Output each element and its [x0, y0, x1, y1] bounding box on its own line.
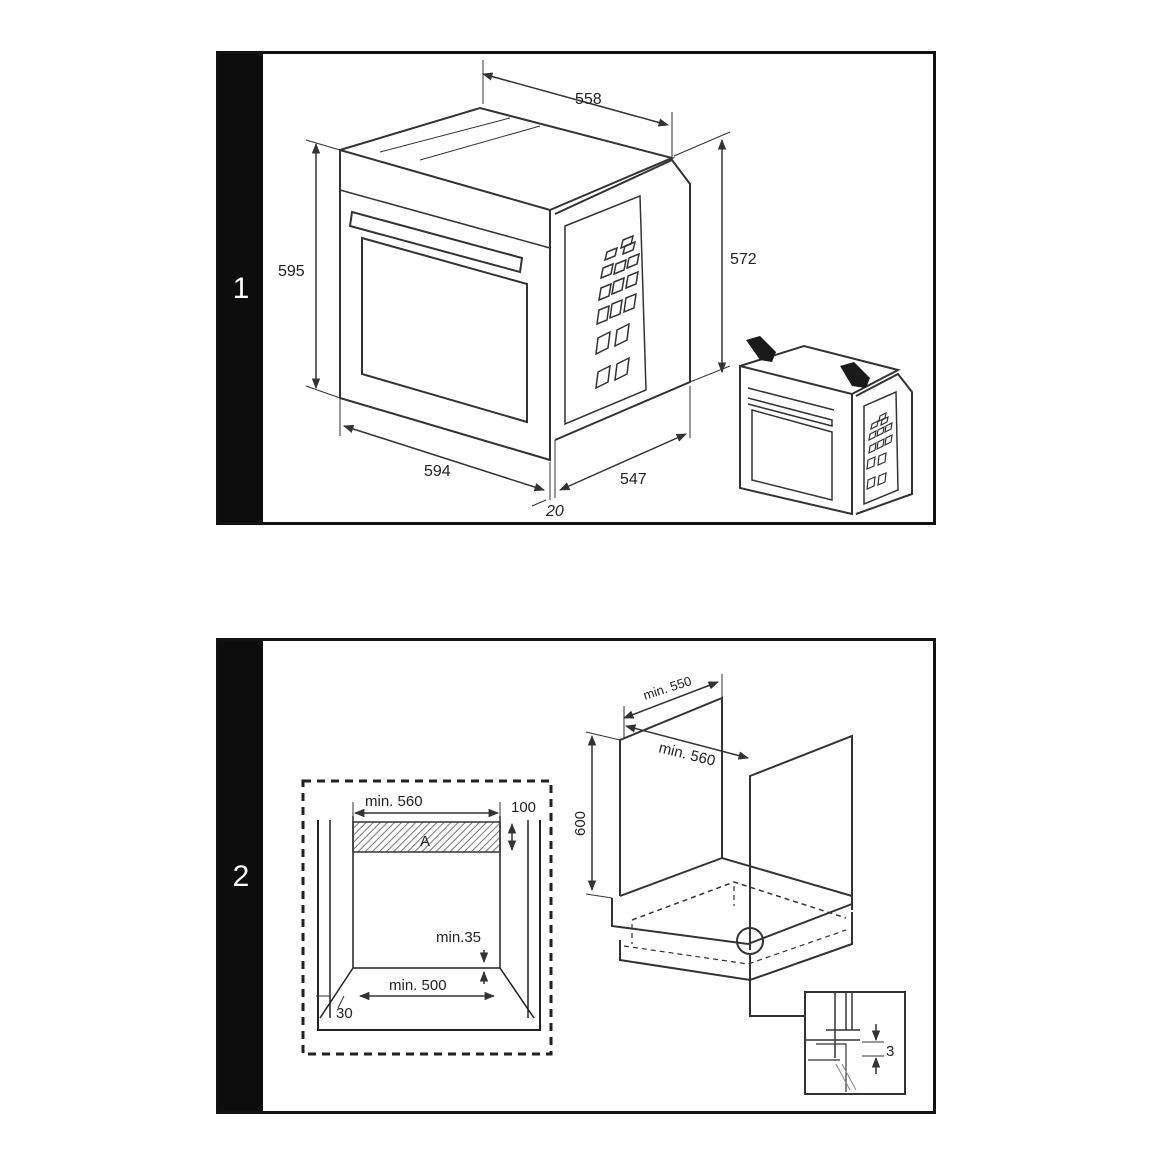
- dim-side-gap: 30: [336, 1005, 353, 1022]
- panel-1-number: 1: [232, 272, 250, 305]
- panel-2-tab: 2: [219, 641, 263, 1111]
- dim-min-gap: min.35: [436, 929, 481, 946]
- vent-area-a: [352, 821, 501, 853]
- cabinet-drawing: [611, 696, 906, 1095]
- dim-detail-gap: 3: [886, 1043, 894, 1060]
- vent-label-a: A: [420, 833, 430, 850]
- dim-cabinet-height: 600: [572, 811, 589, 836]
- dim-top-gap: 100: [511, 799, 536, 816]
- dimension-lines-2a: [316, 802, 517, 1009]
- dim-offset: 20: [545, 503, 564, 520]
- panel-2-number: 2: [232, 860, 250, 893]
- dim-cabinet-width: min. 560: [657, 739, 717, 769]
- oven-drawing: [339, 106, 691, 462]
- detail-inset: [804, 991, 906, 1095]
- panel-2: 2: [216, 638, 936, 1114]
- dim-min-width: min. 560: [365, 793, 423, 810]
- dimension-lines-2b: [585, 674, 884, 1074]
- dim-height-side: 572: [730, 251, 757, 268]
- niche-front-drawing: [301, 779, 553, 1056]
- dim-top-depth: 558: [575, 91, 602, 108]
- hand-icon: [746, 336, 870, 388]
- dim-width: 594: [424, 463, 451, 480]
- dim-cabinet-depth: min. 550: [641, 673, 693, 703]
- niche-dashed-outline: [301, 779, 553, 1056]
- dim-min-bottom: min. 500: [389, 977, 447, 994]
- dim-depth: 547: [620, 471, 647, 488]
- oven-install-drawing: [739, 344, 913, 516]
- dim-height-front: 595: [278, 263, 305, 280]
- panel-1-tab: 1: [219, 54, 263, 522]
- dimension-lines-1: [305, 60, 731, 507]
